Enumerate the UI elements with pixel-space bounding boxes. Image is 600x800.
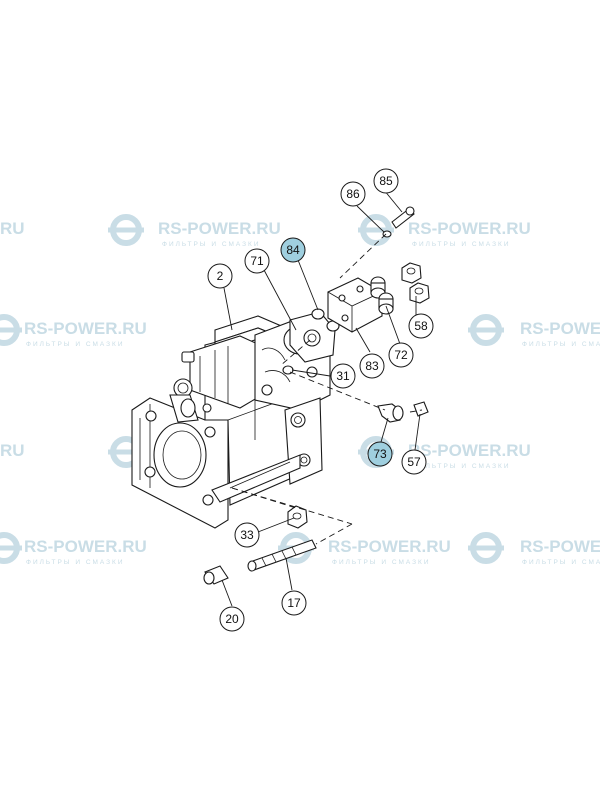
callout-label: 57: [407, 455, 421, 469]
callout-17: 17: [281, 590, 307, 616]
part-58-nut: [401, 262, 430, 304]
callout-58: 58: [408, 313, 434, 339]
watermark-tagline: ФИЛЬТРЫ И СМАЗКИ: [522, 341, 600, 348]
callout-label: 73: [373, 447, 387, 461]
part-17-shaft: [247, 539, 317, 572]
part-33-nut: [287, 505, 308, 529]
callout-circle: [219, 606, 245, 632]
watermark-logo: RS-POWER.RU ФИЛЬТРЫ И СМАЗКИ: [278, 532, 451, 566]
callout-84: 84: [280, 237, 306, 263]
callout-circle: [234, 522, 260, 548]
watermark-brand: RS-POWER.RU: [24, 537, 147, 556]
watermark-tagline: ФИЛЬТРЫ И СМАЗКИ: [26, 559, 125, 566]
callout-circle: [373, 168, 399, 194]
callout-circle: [388, 342, 414, 368]
watermark-logo: RS-POWER.RU ФИЛЬТРЫ И СМАЗКИ: [0, 314, 147, 348]
watermark-tagline: ФИЛЬТРЫ И СМАЗКИ: [332, 559, 431, 566]
callout-circle: [281, 590, 307, 616]
watermark-tagline: ФИЛЬТРЫ И СМАЗКИ: [412, 241, 511, 248]
watermark-brand: RS-POWER.RU: [158, 219, 281, 238]
callout-33: 33: [234, 522, 260, 548]
part-72-fitting: [370, 276, 394, 315]
watermark-tagline: ФИЛЬТРЫ И СМАЗКИ: [162, 241, 261, 248]
callout-label: 71: [250, 254, 264, 268]
callout-circle-highlight: [367, 441, 393, 467]
callout-73: 73: [367, 441, 393, 467]
callout-label: 83: [365, 359, 379, 373]
watermark-logo: RS-POWER ФИЛЬТРЫ И СМАЗКИ: [468, 532, 600, 566]
watermark-tagline: ФИЛЬТРЫ И СМАЗКИ: [522, 559, 600, 566]
part-83-block: [327, 277, 383, 333]
watermark-logo: RU: [0, 219, 25, 238]
callout-86: 86: [340, 181, 366, 207]
watermark-brand: RS-POWER.RU: [408, 441, 531, 460]
watermark-logo: RS-POWER.RU ФИЛЬТРЫ И СМАЗКИ: [358, 214, 531, 248]
callout-label: 17: [287, 596, 301, 610]
callout-circle: [408, 313, 434, 339]
callout-72: 72: [388, 342, 414, 368]
callout-83: 83: [359, 353, 385, 379]
part-85-screw: [391, 206, 415, 229]
callout-label: 31: [336, 369, 350, 383]
watermark-brand: RS-POWER.RU: [328, 537, 451, 556]
watermark-tagline: ФИЛЬТРЫ И СМАЗКИ: [412, 463, 511, 470]
callout-label: 2: [217, 269, 224, 283]
watermark-logo: RS-POWER.RU ФИЛЬТРЫ И СМАЗКИ: [108, 214, 281, 248]
callout-circle: [340, 181, 366, 207]
callout-label: 58: [414, 319, 428, 333]
watermark-brand: RS-POWER.RU: [24, 319, 147, 338]
watermark-logo: RS-POWER ФИЛЬТРЫ И СМАЗКИ: [468, 314, 600, 348]
part-20-plug: [203, 565, 229, 585]
watermark-brand-partial: RS-POWER: [520, 319, 600, 338]
watermark-brand-cut: RU: [0, 441, 25, 460]
callout-31: 31: [330, 363, 356, 389]
callout-2: 2: [207, 263, 233, 289]
watermark-brand: RS-POWER.RU: [408, 219, 531, 238]
watermark-tagline: ФИЛЬТРЫ И СМАЗКИ: [26, 341, 125, 348]
callout-57: 57: [401, 449, 427, 475]
callout-circle: [207, 263, 233, 289]
callout-label: 84: [286, 243, 300, 257]
callout-label: 72: [394, 348, 408, 362]
watermark-brand-partial: RS-POWER: [520, 537, 600, 556]
callout-20: 20: [219, 606, 245, 632]
callout-circle: [359, 353, 385, 379]
part-57-cap: [413, 401, 429, 417]
callout-circle: [330, 363, 356, 389]
callout-label: 85: [379, 174, 393, 188]
part-73-elbow: [377, 403, 404, 423]
callout-85: 85: [373, 168, 399, 194]
callout-label: 33: [240, 528, 254, 542]
watermark-logo: RS-POWER.RU ФИЛЬТРЫ И СМАЗКИ: [0, 532, 147, 566]
callout-71: 71: [244, 248, 270, 274]
watermark-brand-cut: RU: [0, 219, 25, 238]
callout-label: 86: [346, 187, 360, 201]
assembly-lines: [231, 233, 423, 545]
callout-circle: [401, 449, 427, 475]
leader-lines: [221, 189, 421, 607]
callout-circle-highlight: [280, 237, 306, 263]
callout-circle: [244, 248, 270, 274]
watermark-logo: RU: [0, 441, 25, 460]
callouts: 85 86 84 71 2 58 72 83: [207, 168, 434, 632]
callout-label: 20: [225, 612, 239, 626]
